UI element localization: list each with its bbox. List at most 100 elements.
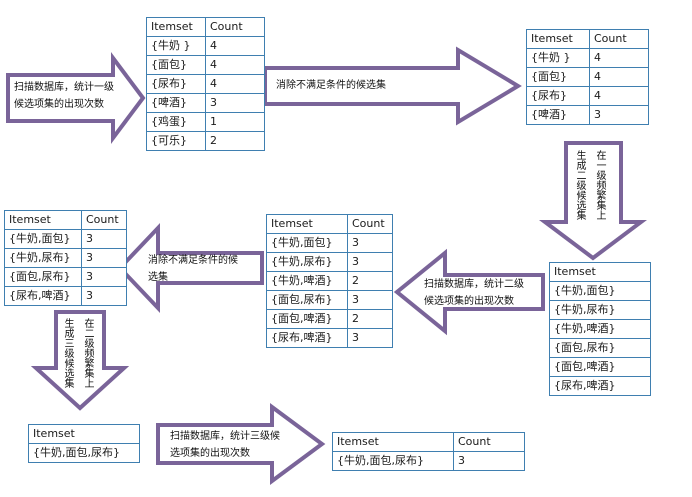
table-row: {啤酒}3 — [146, 93, 265, 113]
scan3-label: 扫描数据库，统计三级候 选项集的出现次数 — [170, 428, 280, 462]
table-row: {牛奶,面包}3 — [266, 233, 393, 253]
itemset-cell: {面包} — [146, 55, 206, 75]
prune2-label: 消除不满足条件的候 选集 — [148, 252, 238, 286]
itemset-cell: {面包,尿布} — [549, 338, 651, 358]
itemset-cell: {啤酒} — [526, 105, 590, 125]
scan2-arrow-shape — [393, 248, 545, 336]
itemset-cell: {面包,啤酒} — [549, 357, 651, 377]
count-cell: 2 — [205, 131, 265, 151]
itemset-cell: {尿布,啤酒} — [549, 376, 651, 396]
gen3-label-col2: 在二级频繁集上 — [82, 318, 93, 388]
count-cell: 4 — [205, 36, 265, 56]
scan1-label-line2: 候选项集的出现次数 — [14, 99, 104, 110]
prune1-label: 消除不满足条件的候选集 — [276, 77, 386, 94]
itemset-cell: {牛奶,面包,尿布} — [332, 451, 454, 471]
table-row: {尿布,啤酒}3 — [4, 286, 127, 306]
count-cell: 3 — [347, 233, 393, 253]
header-itemset: Itemset — [28, 424, 140, 444]
scan1-label-line1: 扫描数据库，统计一级 — [14, 82, 114, 93]
header-itemset: Itemset — [4, 210, 82, 230]
scan2-label: 扫描数据库，统计二级 候选项集的出现次数 — [424, 276, 524, 310]
itemset-cell: {尿布} — [526, 86, 590, 106]
count-cell: 3 — [81, 267, 127, 287]
count-cell: 1 — [205, 112, 265, 132]
header-itemset: Itemset — [266, 214, 348, 234]
itemset-cell: {牛奶,尿布} — [266, 252, 348, 272]
prune2-label-line1: 消除不满足条件的候 — [148, 255, 238, 266]
header-itemset: Itemset — [146, 17, 206, 37]
table-row: {面包,尿布}3 — [4, 267, 127, 287]
table-row: {尿布,啤酒} — [549, 376, 651, 396]
header-count: Count — [589, 29, 649, 49]
table-row: {尿布,啤酒}3 — [266, 328, 393, 348]
count-cell: 3 — [347, 290, 393, 310]
gen3-label-col1: 生成三级候选集 — [62, 318, 73, 388]
table-c2: Itemset {牛奶,面包}{牛奶,尿布}{牛奶,啤酒}{面包,尿布}{面包,… — [549, 262, 651, 396]
table-l1: Itemset Count {牛奶 }4{面包}4{尿布}4{啤酒}3 — [526, 29, 649, 125]
itemset-cell: {牛奶,面包,尿布} — [28, 443, 140, 463]
count-cell: 4 — [205, 74, 265, 94]
itemset-cell: {可乐} — [146, 131, 206, 151]
header-count: Count — [205, 17, 265, 37]
count-cell: 3 — [347, 328, 393, 348]
count-cell: 4 — [589, 48, 649, 68]
count-cell: 4 — [205, 55, 265, 75]
count-cell: 3 — [589, 105, 649, 125]
itemset-cell: {面包} — [526, 67, 590, 87]
table-row: {牛奶,面包} — [549, 281, 651, 301]
table-row: {牛奶,面包,尿布}3 — [332, 451, 525, 471]
itemset-cell: {牛奶,面包} — [4, 229, 82, 249]
table-row: {牛奶 }4 — [146, 36, 265, 56]
count-cell: 3 — [81, 229, 127, 249]
table-row: {面包}4 — [526, 67, 649, 87]
table-row: {面包,啤酒} — [549, 357, 651, 377]
table-row: {尿布}4 — [526, 86, 649, 106]
table-c2-counted: Itemset Count {牛奶,面包}3{牛奶,尿布}3{牛奶,啤酒}2{面… — [266, 214, 393, 348]
itemset-cell: {尿布,啤酒} — [4, 286, 82, 306]
header-count: Count — [347, 214, 393, 234]
header-itemset: Itemset — [332, 432, 454, 452]
gen2-label-col1: 生成二级候选集 — [574, 150, 585, 220]
table-row: {面包,尿布} — [549, 338, 651, 358]
count-cell: 3 — [81, 286, 127, 306]
itemset-cell: {面包,尿布} — [4, 267, 82, 287]
table-row: {啤酒}3 — [526, 105, 649, 125]
scan2-label-line1: 扫描数据库，统计二级 — [424, 279, 524, 290]
itemset-cell: {牛奶,啤酒} — [266, 271, 348, 291]
table-row: {面包}4 — [146, 55, 265, 75]
table-row: {尿布}4 — [146, 74, 265, 94]
count-cell: 3 — [81, 248, 127, 268]
scan3-arrow-shape — [156, 403, 326, 485]
itemset-cell: {啤酒} — [146, 93, 206, 113]
table-row: {牛奶,尿布}3 — [266, 252, 393, 272]
table-row: {面包,啤酒}2 — [266, 309, 393, 329]
header-count: Count — [453, 432, 525, 452]
itemset-cell: {牛奶 } — [146, 36, 206, 56]
table-row: {牛奶,面包,尿布} — [28, 443, 140, 463]
header-itemset: Itemset — [526, 29, 590, 49]
table-row: {牛奶 }4 — [526, 48, 649, 68]
itemset-cell: {牛奶,啤酒} — [549, 319, 651, 339]
scan2-label-line2: 候选项集的出现次数 — [424, 296, 514, 307]
count-cell: 3 — [205, 93, 265, 113]
scan3-label-line2: 选项集的出现次数 — [170, 448, 250, 459]
table-l3: Itemset Count {牛奶,面包,尿布}3 — [332, 432, 525, 471]
count-cell: 2 — [347, 271, 393, 291]
itemset-cell: {鸡蛋} — [146, 112, 206, 132]
itemset-cell: {牛奶,面包} — [549, 281, 651, 301]
table-row: {可乐}2 — [146, 131, 265, 151]
itemset-cell: {面包,尿布} — [266, 290, 348, 310]
header-count: Count — [81, 210, 127, 230]
itemset-cell: {尿布} — [146, 74, 206, 94]
table-row: {牛奶,啤酒} — [549, 319, 651, 339]
header-itemset: Itemset — [549, 262, 651, 282]
table-row: {面包,尿布}3 — [266, 290, 393, 310]
table-row: {牛奶,尿布}3 — [4, 248, 127, 268]
table-c1: Itemset Count {牛奶 }4{面包}4{尿布}4{啤酒}3{鸡蛋}1… — [146, 17, 265, 151]
table-row: {牛奶,面包}3 — [4, 229, 127, 249]
count-cell: 3 — [453, 451, 525, 471]
scan1-label: 扫描数据库，统计一级 候选项集的出现次数 — [14, 79, 114, 113]
count-cell: 4 — [589, 86, 649, 106]
